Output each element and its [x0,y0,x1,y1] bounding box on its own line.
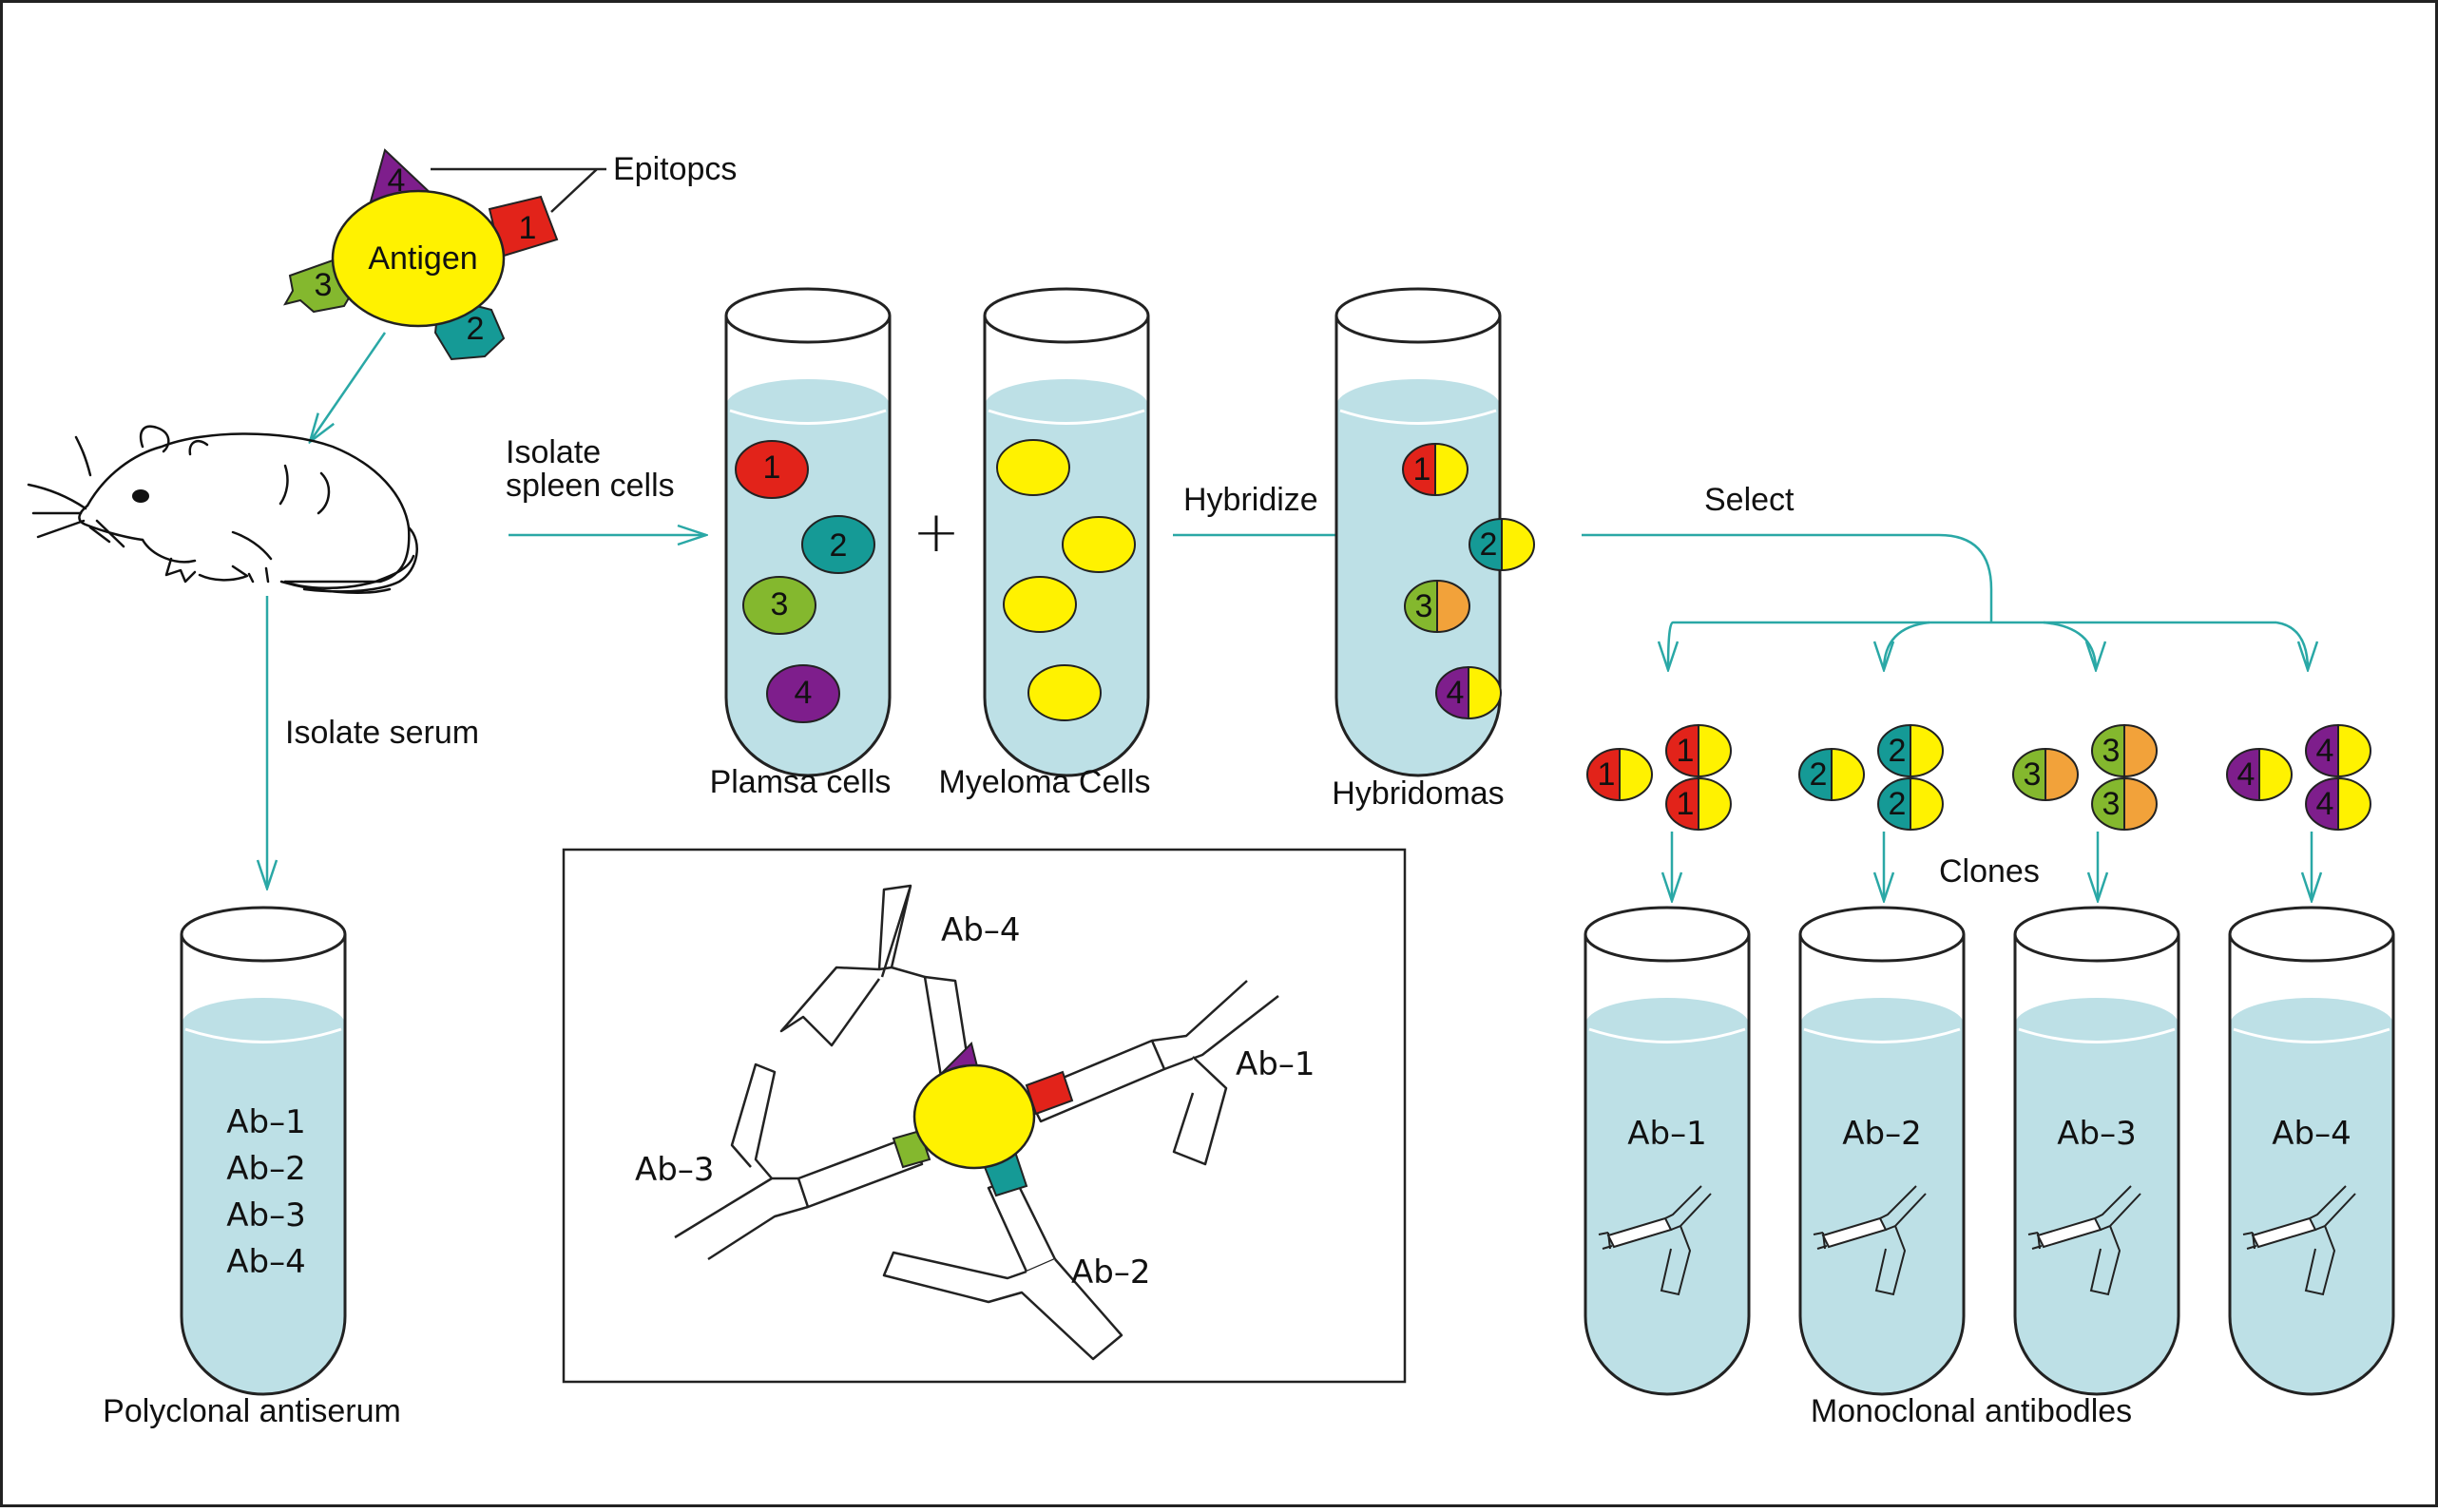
monoclonal-caption: Monoclonal antibodles [1811,1393,2132,1429]
hybridize-label: Hybridize [1183,482,1318,518]
clone-1-cell-c: 1 [1665,776,1732,832]
clone-3-cell-a-label: 3 [2024,756,2042,793]
antigen-group: Antigen 4 1 3 2 Epitopcs [282,148,737,361]
hybridoma-cell-3: 3 [1404,579,1470,634]
antibody-binding-inset [562,848,1407,1384]
monoclonal-ab-label-3: Ab–3 [2057,1115,2136,1153]
isolate-label-line2: spleen cells [506,468,675,504]
mouse-eye [132,489,149,503]
plasma-cell-3-label: 3 [771,586,789,622]
hybridomas-caption: Hybridomas [1332,775,1504,812]
clone-1-cell-a-label: 1 [1598,756,1616,793]
polyclonal-ab-3: Ab–3 [226,1196,305,1234]
inset-ab1-label: Ab–1 [1236,1045,1315,1083]
plus-sign: + [912,499,960,565]
clone-2-cell-b: 2 [1877,723,1944,778]
hybridoma-cell-2: 2 [1469,517,1535,572]
monoclonal-ab-label-4: Ab–4 [2272,1115,2351,1153]
polyclonal-ab-2: Ab–2 [226,1150,305,1188]
clone-2-cell-a-label: 2 [1810,756,1828,793]
clones-label: Clones [1939,853,2040,890]
inset-ab2-label: Ab–2 [1071,1254,1150,1292]
mouse-illustration [27,425,418,594]
hybridoma-cell-4-label: 4 [1447,675,1465,711]
clones-group: 1 1 1 2 2 2 3 3 3 4 4 4 [1586,723,2371,901]
monoclonal-tube-4: Ab–4 [2226,908,2397,1424]
clone-4-cell-a: 4 [2226,747,2293,802]
clone-4-cell-c: 4 [2305,776,2371,832]
clone-4-cell-a-label: 4 [2237,756,2256,793]
epitopes-callout-line [431,167,606,213]
clone-1-cell-c-label: 1 [1677,786,1695,822]
branch-arrow-4 [2275,621,2308,670]
monoclonal-tube-2: Ab–2 [1796,908,1968,1424]
branch-arrow-3 [2043,621,2096,670]
myeloma-cells-caption: Myeloma Cells [939,764,1151,800]
clone-1-cell-a: 1 [1586,747,1653,802]
hybridoma-cell-1-label: 1 [1413,451,1431,488]
epitope-number-1: 1 [519,210,537,246]
epitope-number-3: 3 [315,267,333,303]
clone-1-cell-b: 1 [1665,723,1732,778]
select-path [1582,533,1993,622]
hybridoma-cell-2-label: 2 [1480,526,1498,563]
hybridoma-cell-4: 4 [1435,665,1502,720]
plasma-cells-caption: Plamsa cells [710,764,892,800]
myeloma-cells-tube [981,289,1152,805]
epitope-number-2: 2 [467,311,485,347]
plasma-cell-2-label: 2 [830,527,848,564]
epitopes-label: Epitopcs [613,151,737,187]
polyclonal-caption: Polyclonal antiserum [103,1393,401,1429]
plasma-cell-1-label: 1 [763,450,781,486]
branch-arrow-1 [1668,621,1673,670]
hybridomas-tube: 1 2 3 4 [1333,289,1535,805]
select-label: Select [1704,482,1795,518]
plasma-cells-tube: 1 2 3 4 [722,289,893,805]
antigen-label: Antigen [368,240,477,277]
clone-3-cell-c-label: 3 [2102,786,2121,822]
antigen-body [331,189,506,328]
isolate-label-line1: Isolate [506,434,601,470]
branch-arrow-2 [1884,621,1930,670]
monoclonal-tube-1: Ab–1 [1582,908,1753,1424]
inset-ab3-label: Ab–3 [635,1151,714,1189]
monoclonal-tubes: Ab–1 Ab–2 Ab–3 Ab–4 [1582,908,2397,1424]
inset-ab4-label: Ab–4 [941,911,1020,949]
clone-2-cell-c-label: 2 [1889,786,1907,822]
arrow-antigen-to-mouse [310,332,387,442]
clone-2-cell-b-label: 2 [1889,733,1907,769]
epitope-number-4: 4 [388,163,406,199]
clone-3-cell-b: 3 [2091,723,2158,778]
polyclonal-ab-4: Ab–4 [226,1243,305,1281]
clone-4-cell-b-label: 4 [2316,733,2334,769]
monoclonal-tube-3: Ab–3 [2011,908,2182,1424]
clone-4-cell-b: 4 [2305,723,2371,778]
polyclonal-ab-1: Ab–1 [226,1103,305,1141]
hybridoma-cell-3-label: 3 [1415,588,1433,624]
monoclonal-ab-label-1: Ab–1 [1627,1115,1706,1153]
monoclonal-ab-label-2: Ab–2 [1842,1115,1921,1153]
clone-4-cell-c-label: 4 [2316,786,2334,822]
hybridoma-cell-1: 1 [1402,442,1469,497]
clone-3-cell-c: 3 [2091,776,2158,832]
clone-1-cell-b-label: 1 [1677,733,1695,769]
clone-3-cell-a: 3 [2012,747,2079,802]
clone-2-cell-c: 2 [1877,776,1944,832]
plasma-cell-4-label: 4 [795,675,813,711]
clone-2-cell-a: 2 [1798,747,1865,802]
clone-3-cell-b-label: 3 [2102,733,2121,769]
isolate-serum-label: Isolate serum [285,715,479,751]
